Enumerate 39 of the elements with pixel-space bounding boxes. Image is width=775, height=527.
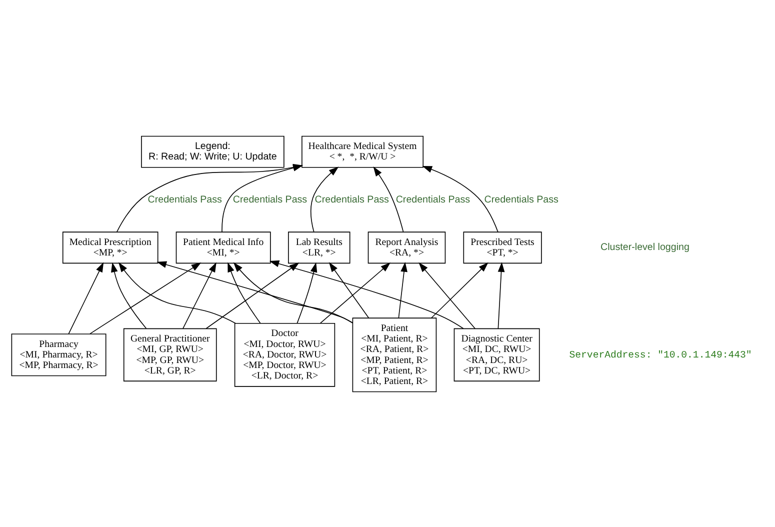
arrow [310,166,339,232]
arrow [111,262,147,328]
arrow [296,262,318,324]
label: ServerAddress: "10.0.1.149:443" [569,348,752,360]
arrow [90,262,202,334]
edge-label: Credentials Pass [484,194,558,205]
arrow [182,262,216,328]
arrow [118,262,236,324]
node-box: Healthcare Medical System < *, *, R/W/U > [302,135,424,168]
label: Cluster-level logging [600,242,690,253]
arrow [233,262,354,323]
node-box: Lab Results <LR, *> [288,231,350,264]
node-box: General Practitioner <MI, GP, RWU> <MP, GP, RWU> <LR, GP, R> [123,328,217,381]
node-box: Pharmacy <MI, Pharmacy, R> <MP, Pharmacy, R> [11,333,106,376]
node-box: Diagnostic Center <MI, DC, RWU> <RA, DC, RU> <PT, DC, RWU> [454,328,540,381]
arrow [422,165,498,232]
arrow [328,262,370,318]
arrow [398,261,408,318]
node-box: Report Analysis <RA, *> [368,231,446,264]
arrow [228,262,261,324]
arrow [206,262,300,328]
arrow [156,260,353,323]
node-box: Doctor <MI, Doctor, RWU> <RA, Doctor, RWU> <MP, Doctor, RWU> <LR, Doctor, R> [234,322,336,386]
edge-label: Credentials Pass [232,194,308,205]
node-box: Legend: R: Read; W: Write; U: Update [141,135,284,168]
arrow [68,262,104,334]
edge-label: Credentials Pass [314,194,389,205]
arrow [498,262,505,328]
edge-label: Credentials Pass [396,194,470,205]
node-box: Patient Medical Info <MI, *> [176,231,271,264]
node-box: Medical Prescription <MP, *> [62,231,158,264]
edge-label: Credentials Pass [148,194,222,205]
node-box: Patient <MI, Patient, R> <RA, Patient, R> <MP, Patient, R> <PT, Patient, R> <LR, Patient, R> [352,317,437,392]
arrow [430,262,488,318]
arrow [373,166,404,232]
node-box: Prescribed Tests <PT, *> [463,231,542,264]
arrow [320,262,390,324]
arrow [269,260,464,328]
arrow [418,262,476,328]
